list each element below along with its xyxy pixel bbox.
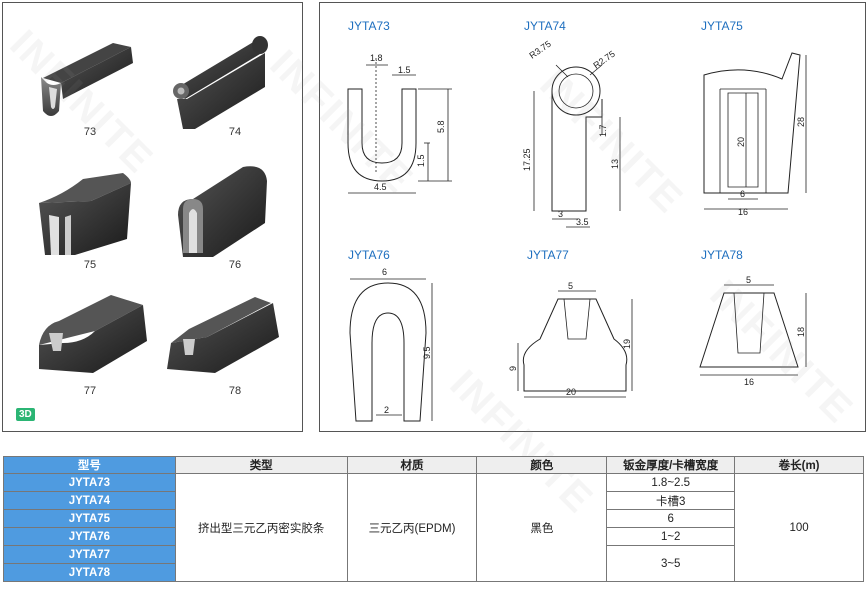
thickness-cell: 3~5 — [606, 545, 736, 582]
drawing-title-jyta74: JYTA74 — [524, 19, 566, 33]
dim-73-1: 1.8 — [370, 53, 383, 63]
model-cell: JYTA76 — [3, 527, 176, 546]
product-73-image — [41, 43, 133, 116]
drawing-jyta78 — [699, 284, 807, 376]
dim-74-5: 13 — [610, 159, 620, 169]
header-type: 类型 — [174, 456, 348, 474]
product-78-image — [167, 297, 279, 373]
table-header-row: 型号 类型 材质 颜色 钣金厚度/卡槽宽度 卷长(m) — [3, 456, 864, 474]
drawing-jyta75 — [703, 52, 807, 210]
dim-76-2: 9.5 — [422, 346, 432, 359]
product-label-78: 78 — [228, 385, 242, 397]
dim-77-4: 20 — [566, 387, 576, 397]
drawing-title-jyta75: JYTA75 — [701, 19, 743, 33]
model-cell: JYTA77 — [3, 545, 176, 564]
drawing-title-jyta73: JYTA73 — [348, 19, 390, 33]
length-cell: 100 — [734, 473, 864, 582]
color-cell: 黑色 — [476, 473, 608, 582]
dim-75-1: 28 — [796, 117, 806, 127]
3d-badge: 3D — [16, 408, 35, 421]
dim-73-2: 1.5 — [398, 65, 411, 75]
product-75-image — [39, 173, 131, 255]
drawing-jyta73 — [347, 58, 452, 194]
table-row: JYTA76 1~2 — [3, 527, 864, 546]
model-cell: JYTA75 — [3, 509, 176, 528]
product-label-76: 76 — [228, 259, 242, 271]
header-thickness: 钣金厚度/卡槽宽度 — [606, 456, 736, 474]
drawing-jyta74 — [533, 64, 621, 228]
dim-77-1: 5 — [568, 281, 573, 291]
model-cell: JYTA78 — [3, 563, 176, 582]
dim-75-3: 6 — [740, 189, 745, 199]
dim-75-4: 16 — [738, 207, 748, 217]
drawings-panel: JYTA73 JYTA74 JYTA75 JYTA76 JYTA77 JYTA7… — [319, 2, 866, 432]
dim-74-2: R2.75 — [591, 49, 616, 71]
table-row: JYTA73 挤出型三元乙丙密实胶条 三元乙丙(EPDM) 黑色 1.8~2.5… — [3, 473, 864, 582]
dim-74-7: 3.5 — [576, 217, 589, 227]
dim-73-4: 1.5 — [416, 154, 426, 167]
product-label-75: 75 — [83, 259, 97, 271]
dim-77-3: 9 — [508, 366, 518, 371]
product-76-image — [178, 166, 267, 257]
header-material: 材质 — [346, 456, 478, 474]
thickness-cell: 1.8~2.5 — [606, 473, 736, 492]
dim-76-3: 2 — [384, 405, 389, 415]
product-3d-panel: 73 74 75 76 77 78 3D — [2, 2, 303, 432]
drawing-title-jyta78: JYTA78 — [701, 248, 743, 262]
thickness-cell: 6 — [606, 509, 736, 528]
header-color: 颜色 — [476, 456, 608, 474]
header-length: 卷长(m) — [734, 456, 864, 474]
drawing-title-jyta77: JYTA77 — [527, 248, 569, 262]
drawing-jyta76 — [349, 278, 433, 422]
product-label-73: 73 — [83, 126, 97, 138]
thickness-cell: 卡槽3 — [606, 491, 736, 510]
thickness-cell: 1~2 — [606, 527, 736, 546]
dim-74-6: 3 — [558, 209, 563, 219]
table-row: JYTA77 3~5 — [3, 545, 864, 582]
spec-table: 型号 类型 材质 颜色 钣金厚度/卡槽宽度 卷长(m) JYTA73 挤出型三元… — [3, 456, 864, 582]
dim-74-3: 1.7 — [598, 124, 608, 137]
dim-78-3: 16 — [744, 377, 754, 387]
dim-73-5: 4.5 — [374, 182, 387, 192]
dim-73-3: 5.8 — [436, 120, 446, 133]
table-row: JYTA75 6 — [3, 509, 864, 528]
table-row: JYTA78 — [3, 563, 864, 582]
dim-74-4: 17.25 — [522, 148, 532, 171]
drawing-jyta77 — [517, 290, 633, 398]
model-cell: JYTA73 — [3, 473, 176, 492]
type-cell: 挤出型三元乙丙密实胶条 — [174, 473, 348, 582]
technical-drawings: 1.8 1.5 5.8 1.5 4.5 R3.75 R2.75 1.7 17.2… — [347, 39, 807, 422]
dim-75-2: 20 — [736, 137, 746, 147]
product-renderings — [39, 36, 279, 373]
header-model: 型号 — [3, 456, 176, 474]
dim-78-1: 5 — [746, 275, 751, 285]
dim-77-2: 19 — [622, 339, 632, 349]
model-cell: JYTA74 — [3, 491, 176, 510]
dim-74-1: R3.75 — [527, 39, 552, 61]
product-label-77: 77 — [83, 385, 97, 397]
drawing-title-jyta76: JYTA76 — [348, 248, 390, 262]
dim-78-2: 18 — [796, 327, 806, 337]
dim-76-1: 6 — [382, 267, 387, 277]
product-77-image — [39, 295, 147, 373]
product-label-74: 74 — [228, 126, 242, 138]
material-cell: 三元乙丙(EPDM) — [346, 473, 478, 582]
product-74-image — [173, 36, 268, 129]
